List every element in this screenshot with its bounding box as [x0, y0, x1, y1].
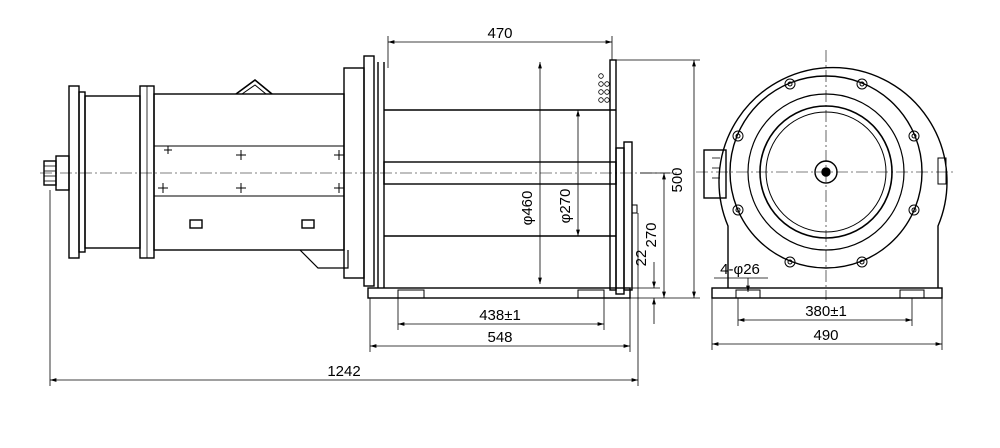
dim-490: 490 [813, 327, 838, 344]
flange-bolts [732, 78, 920, 268]
dim-phi-460: φ460 [519, 191, 536, 226]
dim-470: 470 [487, 25, 512, 42]
dim-500: 500 [669, 167, 686, 192]
dim-4-phi-26: 4-φ26 [720, 261, 760, 278]
dim-438: 438±1 [479, 307, 521, 324]
drum-left-flange [343, 55, 385, 288]
dim-1242: 1242 [327, 363, 360, 380]
housing-side-box [703, 149, 727, 199]
motor-support-bracket [299, 249, 349, 269]
dim-22: 22 [633, 250, 650, 267]
dim-phi-270-drum: φ270 [557, 189, 574, 224]
motor-body [84, 78, 345, 259]
side-dimension-labels: 470 500 φ460 φ270 270 22 438±1 548 1242 [327, 25, 686, 380]
side-dimensions [49, 36, 700, 386]
end-view [696, 50, 956, 300]
end-dimensions [711, 277, 943, 350]
drum-right-flange [598, 59, 638, 295]
dim-548: 548 [487, 329, 512, 346]
motor-end-cap [68, 85, 86, 259]
side-base-plate [367, 287, 631, 299]
side-view [40, 55, 680, 299]
dim-380: 380±1 [805, 303, 847, 320]
dim-270-height: 270 [643, 222, 660, 247]
end-base-plate [711, 287, 943, 299]
housing-outline [718, 66, 948, 288]
end-dimension-labels: 4-φ26 380±1 490 [720, 261, 847, 344]
